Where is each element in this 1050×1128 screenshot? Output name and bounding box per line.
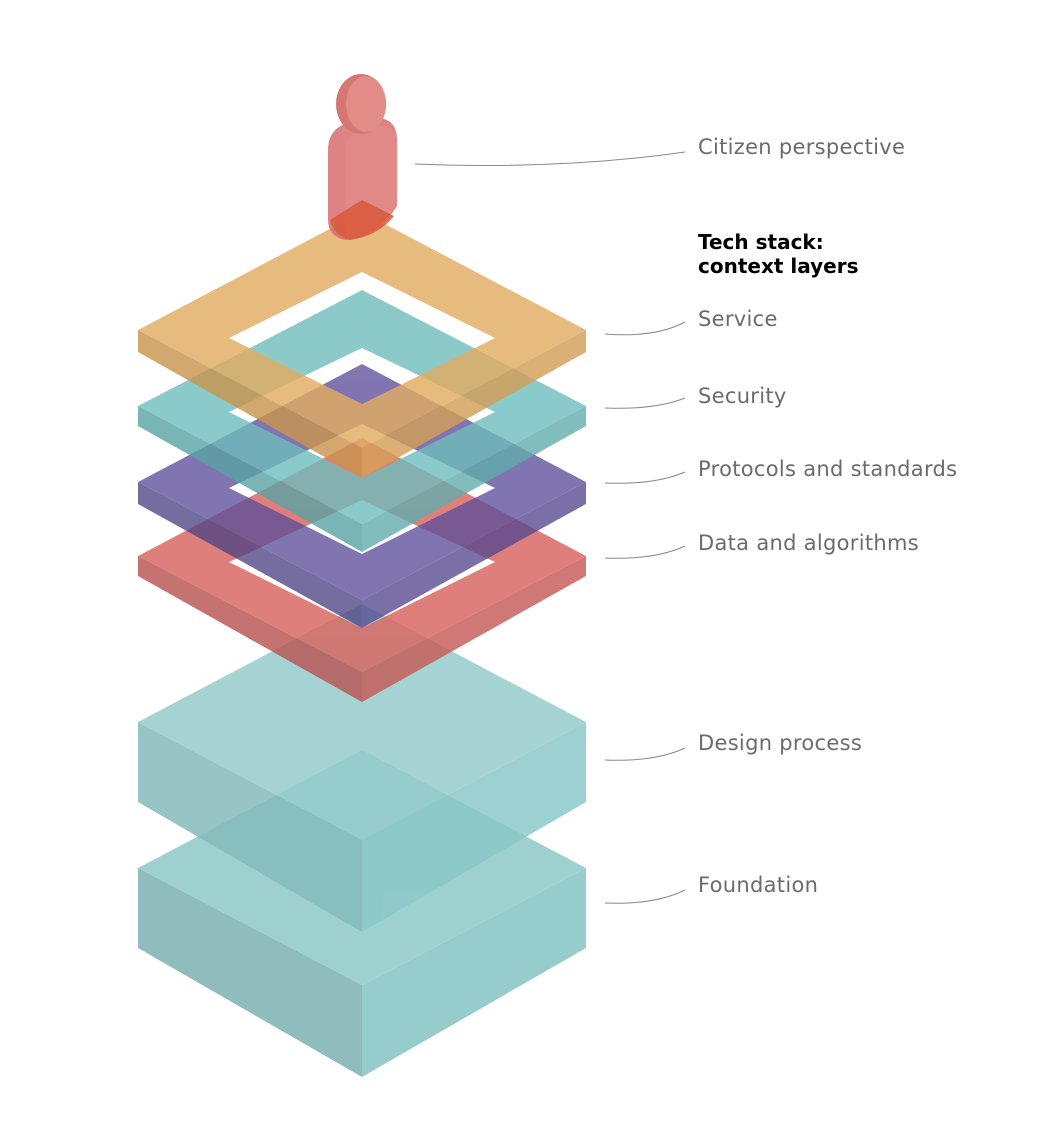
foundation-right-face [362, 868, 586, 1077]
leader-design [604, 747, 686, 761]
leader-citizen [414, 151, 686, 166]
protocols-frame-right-face [362, 482, 586, 628]
label-security: Security [698, 384, 787, 408]
design-top-face [138, 604, 586, 840]
heading-tech-stack: Tech stack: context layers [698, 230, 859, 278]
data-frame-right-face [362, 556, 586, 702]
heading-line-1: Tech stack: [698, 230, 824, 254]
label-citizen-perspective: Citizen perspective [698, 135, 906, 159]
citizen-head-front [346, 76, 386, 132]
design-process-block [138, 604, 586, 932]
data-frame-top [138, 438, 586, 672]
service-frame [138, 212, 586, 478]
leader-service [604, 321, 686, 336]
foundation-left-face [138, 868, 362, 1077]
security-frame-right-face [362, 406, 586, 552]
label-protocols-and-standards: Protocols and standards [698, 457, 958, 481]
data-frame-left-face [138, 556, 362, 702]
label-service: Service [698, 307, 778, 331]
label-design-process: Design process [698, 731, 863, 755]
protocols-frame-left-face [138, 482, 362, 628]
leader-security [604, 397, 686, 409]
data-frame [138, 438, 586, 702]
service-frame-left-face [138, 330, 362, 478]
design-left-face [138, 722, 362, 932]
leader-data [604, 545, 686, 559]
citizen-base [330, 200, 394, 240]
label-data-and-algorithms: Data and algorithms [698, 531, 919, 555]
leader-lines [414, 151, 686, 904]
citizen-figure [328, 74, 397, 240]
service-frame-right-face [362, 330, 586, 478]
heading-line-2: context layers [698, 254, 859, 278]
leader-protocols [604, 471, 686, 484]
design-right-face [362, 722, 586, 932]
security-frame-left-face [138, 406, 362, 552]
leader-foundation [604, 889, 686, 904]
label-foundation: Foundation [698, 873, 819, 897]
